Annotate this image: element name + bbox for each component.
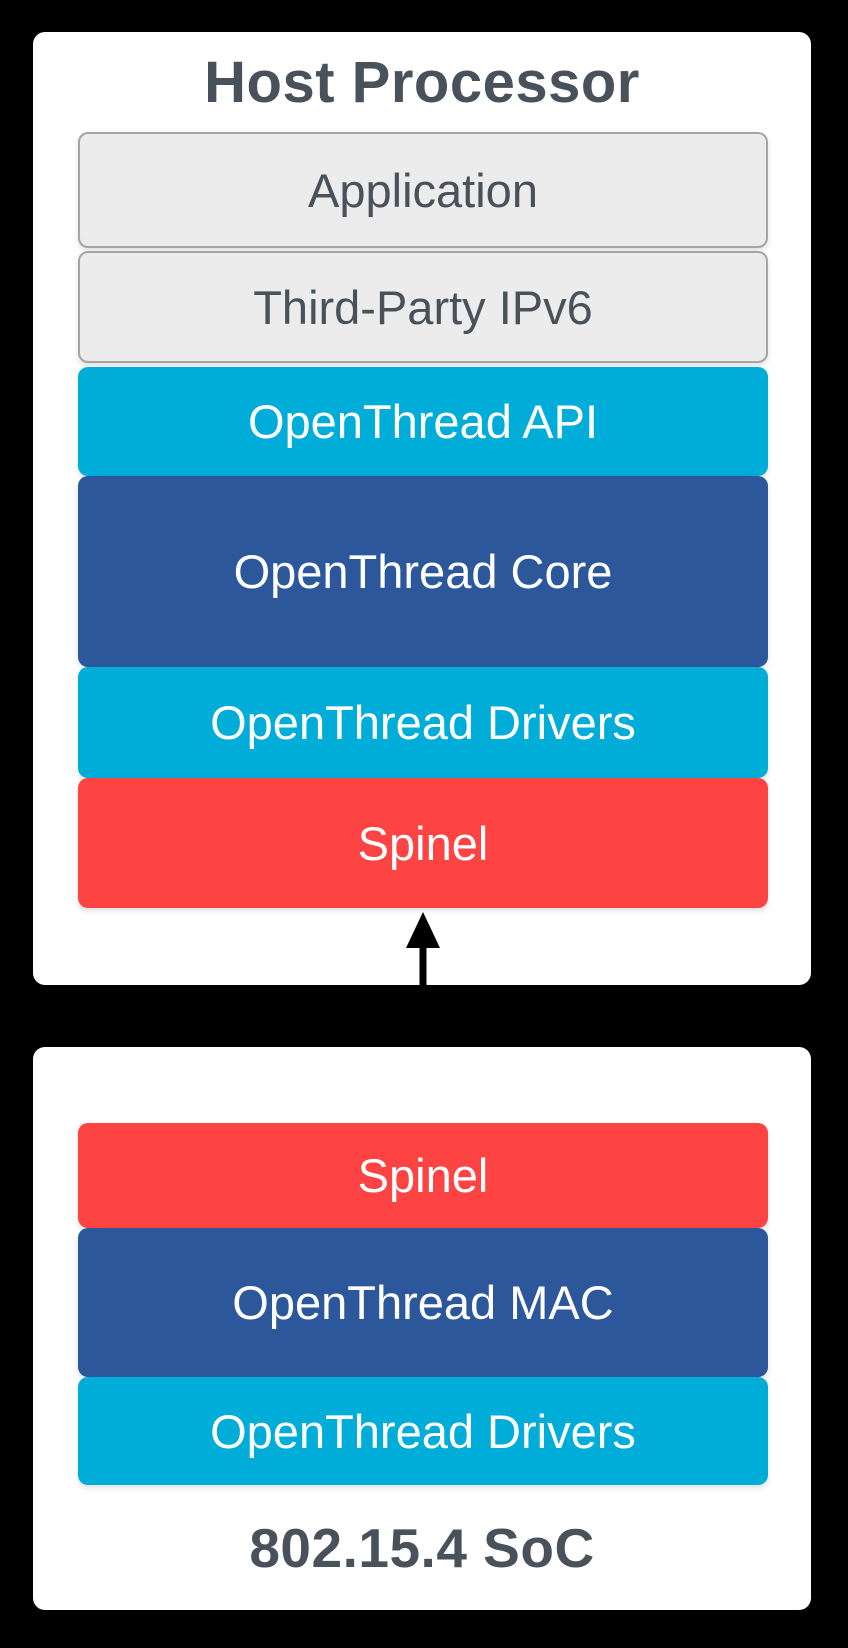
layer-openthread-drivers-soc: OpenThread Drivers xyxy=(78,1377,768,1485)
layer-spinel-host-label: Spinel xyxy=(357,816,489,870)
layer-application: Application xyxy=(78,132,768,248)
layer-spinel-host: Spinel xyxy=(78,778,768,908)
host-layer-stack: Application Third-Party IPv6 OpenThread … xyxy=(78,132,768,908)
layer-spinel-soc: Spinel xyxy=(78,1123,768,1228)
layer-openthread-drivers-host-label: OpenThread Drivers xyxy=(210,696,636,749)
soc-title: 802.15.4 SoC xyxy=(249,1516,595,1579)
layer-openthread-drivers-soc-label: OpenThread Drivers xyxy=(210,1404,636,1458)
layer-openthread-mac-label: OpenThread MAC xyxy=(232,1276,614,1329)
host-processor-box: Host Processor Application Third-Party I… xyxy=(33,32,811,985)
layer-third-party-ipv6-label: Third-Party IPv6 xyxy=(253,280,593,334)
layer-openthread-api-label: OpenThread API xyxy=(247,395,599,448)
layer-application-label: Application xyxy=(308,163,538,217)
soc-box: Spinel OpenThread MAC OpenThread Drivers… xyxy=(33,1047,811,1610)
layer-openthread-core: OpenThread Core xyxy=(78,476,768,667)
layer-openthread-drivers-host: OpenThread Drivers xyxy=(78,667,768,778)
host-processor-title: Host Processor xyxy=(204,49,640,115)
layer-spinel-soc-label: Spinel xyxy=(357,1149,489,1202)
layer-openthread-core-label: OpenThread Core xyxy=(233,545,613,598)
layer-third-party-ipv6: Third-Party IPv6 xyxy=(78,251,768,363)
soc-layer-stack: Spinel OpenThread MAC OpenThread Drivers xyxy=(78,1123,768,1485)
layer-openthread-mac: OpenThread MAC xyxy=(78,1228,768,1377)
layer-openthread-api: OpenThread API xyxy=(78,367,768,476)
